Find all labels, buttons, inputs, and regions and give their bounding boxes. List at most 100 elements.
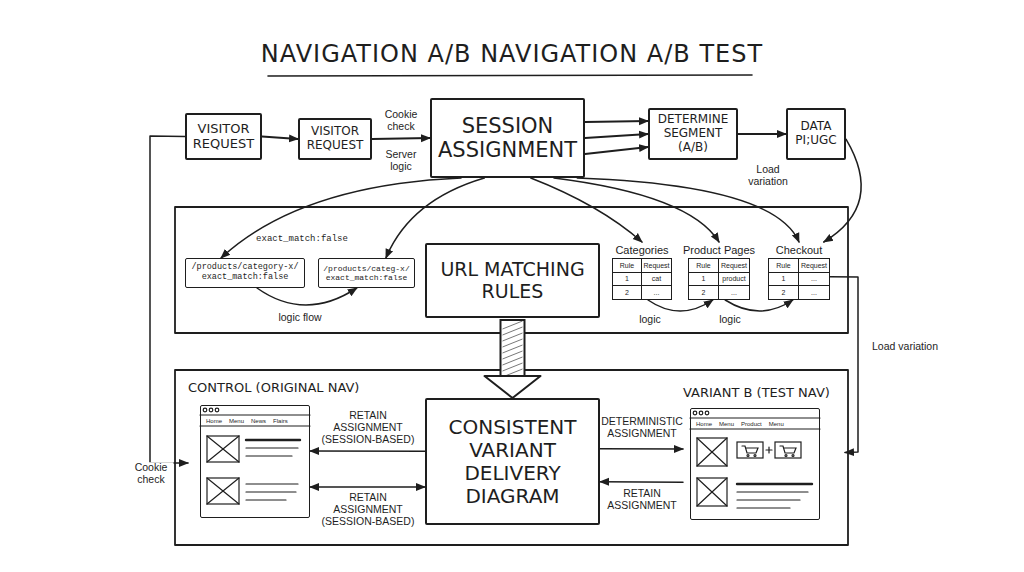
variant-browser-art-part [747, 455, 749, 457]
hollow-arrow-outline [500, 319, 526, 376]
variant-browser-art-part [697, 438, 727, 466]
connector-line [600, 481, 683, 483]
browser-frame: HomeMenuNewsFlairs [200, 405, 310, 518]
table-grid: RuleRequest1product2... [688, 258, 750, 300]
table-cell: ... [799, 273, 829, 287]
table-cell: 2 [769, 286, 799, 299]
variant-browser-art-part [693, 411, 697, 415]
table-cell: ... [642, 286, 671, 299]
hollow-arrow-hatch [503, 345, 523, 353]
connector-line [310, 450, 425, 452]
process-box: CONSISTENT VARIANT DELIVERY DIAGRAM [425, 398, 600, 525]
url-text: exact_match:false [326, 273, 408, 282]
variant-browser-art-part [697, 438, 727, 466]
variant-heading: VARIANT B (TEST NAV) [683, 385, 830, 400]
box-label: VISITOR REQUEST [190, 122, 257, 152]
edge-label: logic flow [265, 312, 335, 324]
nav-item: Menu [229, 418, 244, 424]
variant-browser-art-part [737, 483, 812, 485]
browser-mockup: VARIANT B (TEST NAV)HomeMenuProductMenu [683, 385, 845, 520]
control-browser-art-part [215, 408, 219, 412]
connector-line [150, 136, 188, 463]
control-browser-art-part [200, 425, 310, 426]
connector-line [257, 288, 357, 305]
variant-browser-art-part [792, 455, 794, 457]
connector-line [577, 178, 799, 242]
control-browser-art-part [209, 408, 213, 412]
variant-browser-art-part [690, 417, 820, 418]
note-label: exact_match:false [247, 235, 357, 245]
connector [585, 121, 648, 122]
control-browser-art-part [246, 439, 300, 441]
connector [221, 178, 461, 258]
connector-line [531, 178, 642, 242]
connector-line [585, 121, 648, 122]
edge-label: RETAIN ASSIGNMENT (SESSION-BASED) [318, 492, 418, 527]
nav-item: Product [741, 421, 762, 427]
rules-band [175, 207, 848, 333]
control-browser-art-part [207, 478, 239, 504]
connector-line [830, 277, 858, 453]
table-cell: Rule [689, 259, 719, 273]
connector [485, 319, 541, 398]
hollow-arrow-hatch [503, 339, 523, 347]
process-box: DATA PI;UGC [786, 108, 846, 160]
table-heading: Categories [612, 242, 672, 258]
connector-line [725, 300, 793, 311]
connector-line [824, 139, 861, 242]
table-cell: ... [799, 286, 829, 299]
variant-browser-art-part [785, 455, 787, 457]
rule-table: CheckoutRuleRequest1...2... [768, 242, 830, 300]
connector-line [585, 134, 648, 138]
connector [262, 137, 298, 140]
table-heading: Product Pages [688, 242, 750, 258]
connector [830, 277, 858, 453]
nav-item: Home [696, 421, 712, 427]
delivery-band [175, 370, 848, 545]
control-browser-art-part [207, 436, 239, 462]
control-browser-art-part [207, 478, 239, 504]
connector [386, 178, 484, 258]
table-heading: Checkout [768, 242, 830, 258]
box-label: SESSION ASSIGNMENT [435, 114, 580, 162]
url-rule-box: /products/category-x/exact_match:false [185, 258, 305, 288]
edge-label: Load variation [860, 341, 950, 353]
box-label: DATA PI;UGC [791, 120, 841, 148]
hollow-arrow-hatch [503, 363, 523, 371]
hollow-arrow-hatch [503, 351, 523, 359]
connector [600, 448, 683, 449]
url-text: /products/category-x/ [191, 263, 298, 273]
variant-browser-art-part [780, 446, 796, 453]
connector [554, 178, 719, 242]
edge-label: logic [710, 314, 750, 326]
connector-line [648, 300, 713, 311]
variant-browser-art-part [705, 411, 709, 415]
variant-browser-art-part [697, 478, 727, 506]
variant-heading: CONTROL (ORIGINAL NAV) [188, 380, 359, 395]
control-browser-art-part [207, 436, 239, 462]
control-browser-art-part [246, 499, 286, 500]
connector [531, 178, 642, 242]
process-box: VISITOR REQUEST [185, 113, 262, 160]
edge-label: Load variation [738, 164, 798, 188]
connector [585, 134, 648, 138]
nav-item: Home [206, 418, 222, 424]
hollow-arrow-hatch [503, 327, 523, 335]
nav-item: Flairs [273, 418, 288, 424]
connector [648, 300, 713, 311]
process-box: URL MATCHING RULES [425, 243, 600, 318]
variant-browser-art-part [737, 442, 763, 458]
table-cell: Rule [613, 259, 642, 273]
process-box: VISITOR REQUEST [298, 118, 372, 160]
table-cell: 1 [613, 273, 642, 287]
edge-label: DETERMINISTIC ASSIGNMENT [592, 416, 692, 440]
box-label: CONSISTENT VARIANT DELIVERY DIAGRAM [430, 416, 595, 508]
hollow-arrow-hatch [503, 321, 523, 329]
connector [310, 486, 425, 487]
table-grid: RuleRequest1...2... [768, 258, 830, 300]
table-cell: 2 [613, 286, 642, 299]
control-browser-art-part [203, 408, 207, 412]
variant-browser-art-part [690, 428, 820, 429]
